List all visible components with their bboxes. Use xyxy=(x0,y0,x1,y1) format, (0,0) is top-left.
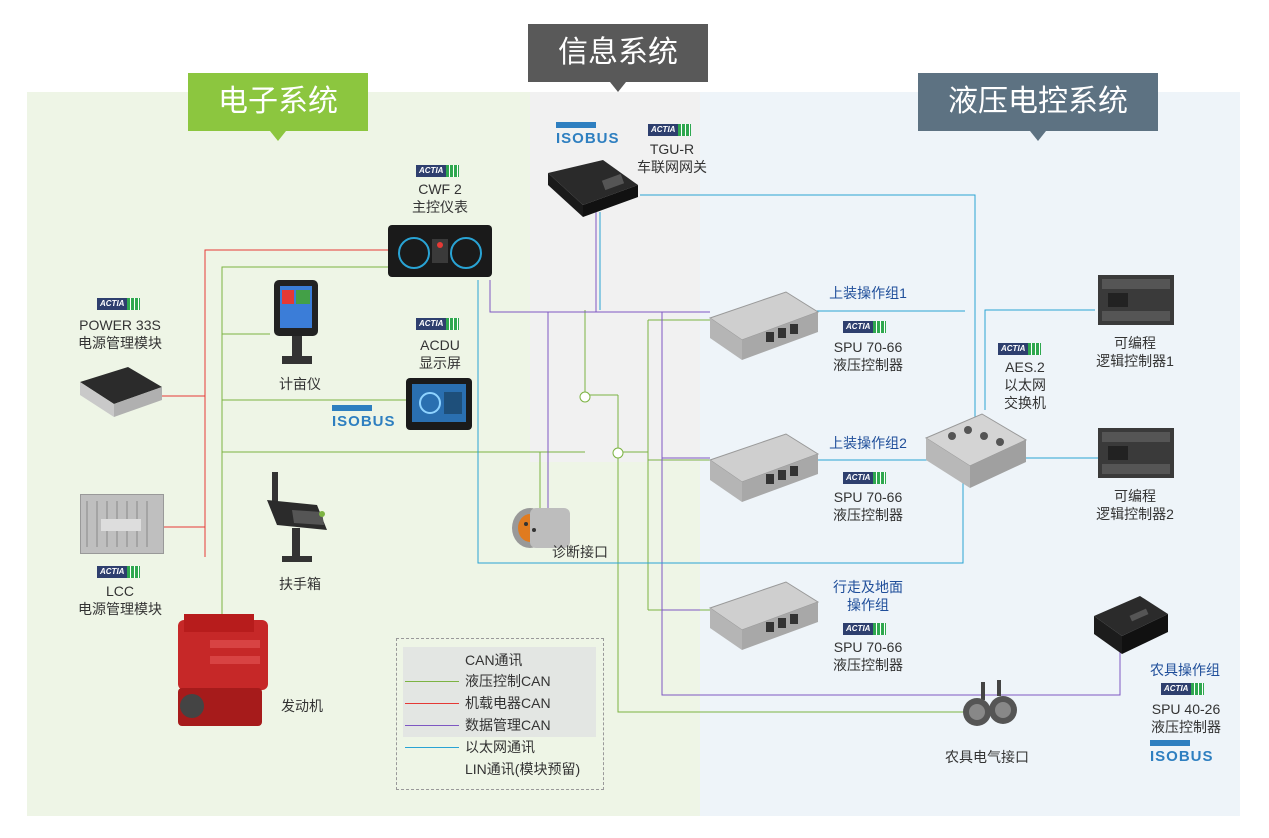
plc1-device xyxy=(1098,275,1174,325)
actia-logo: ACTIA xyxy=(416,165,466,177)
purple-can-line xyxy=(489,212,1121,696)
armrest-device xyxy=(262,470,338,570)
diag-label: 诊断接口 xyxy=(552,544,608,560)
meter-device xyxy=(268,278,326,368)
spu3-controller xyxy=(706,578,821,658)
actia-logo: ACTIA xyxy=(416,318,466,330)
legend-item-vehicle-can: 机载电器CAN xyxy=(405,693,595,713)
spu1-group-label: 上装操作组1 xyxy=(829,285,907,301)
power-module xyxy=(78,362,163,424)
spu4-group-label: 农具操作组 xyxy=(1150,662,1220,678)
spu3-group-label: 行走及地面操作组 xyxy=(833,579,903,613)
actia-logo: ACTIA xyxy=(97,298,147,310)
blue-ethernet-line xyxy=(477,194,1100,564)
legend-item-lin: LIN通讯(模块预留) xyxy=(465,761,581,777)
legend-item-ethernet: 以太网通讯 xyxy=(405,737,595,757)
actia-logo: ACTIA xyxy=(843,472,893,484)
actia-logo: ACTIA xyxy=(648,124,698,136)
info-system-header: 信息系统 xyxy=(528,24,708,92)
acdu-isobus-logo: ISOBUS xyxy=(332,405,400,437)
actia-logo: ACTIA xyxy=(843,321,893,333)
green-can-line xyxy=(221,266,1000,713)
spu2-group-label: 上装操作组2 xyxy=(829,435,907,451)
spu4-isobus-logo: ISOBUS xyxy=(1150,740,1218,772)
diag-connector xyxy=(508,490,578,555)
actia-logo: ACTIA xyxy=(97,566,147,578)
info-zone xyxy=(530,92,700,462)
hydraulic-system-header: 液压电控系统 xyxy=(918,73,1158,141)
actia-logo: ACTIA xyxy=(998,343,1048,355)
implement-connector xyxy=(955,680,1027,735)
junction-1 xyxy=(579,391,591,403)
legend-title: CAN通讯 xyxy=(465,652,523,668)
cwf2-dashboard xyxy=(388,225,492,277)
meter-label: 计亩仪 xyxy=(279,376,321,392)
legend-box: CAN通讯 液压控制CAN 机载电器CAN 数据管理CAN 以太网通讯 LIN通… xyxy=(396,638,604,790)
actia-logo: ACTIA xyxy=(843,623,893,635)
spu2-controller xyxy=(706,430,821,510)
plc1-label: 可编程逻辑控制器1 xyxy=(1096,335,1174,369)
engine-label: 发动机 xyxy=(281,698,323,714)
spu1-controller xyxy=(706,288,821,368)
tgu-gateway xyxy=(543,155,643,225)
acdu-display xyxy=(406,378,472,430)
implement-label: 农具电气接口 xyxy=(945,749,1029,765)
legend-item-data-can: 数据管理CAN xyxy=(405,715,595,735)
tgu-isobus-logo: ISOBUS xyxy=(556,122,624,154)
red-can-line xyxy=(160,249,388,557)
actia-logo: ACTIA xyxy=(1161,683,1211,695)
spu4-controller xyxy=(1090,592,1170,660)
legend-item-hydraulic-can: 液压控制CAN xyxy=(405,671,595,691)
junction-2 xyxy=(612,447,624,459)
lcc-module xyxy=(80,494,164,554)
armrest-label: 扶手箱 xyxy=(279,576,321,592)
electronic-system-header: 电子系统 xyxy=(188,73,368,141)
engine-device xyxy=(170,610,275,735)
aes-switch xyxy=(922,410,1030,495)
plc2-label: 可编程逻辑控制器2 xyxy=(1096,488,1174,522)
plc2-device xyxy=(1098,428,1174,478)
